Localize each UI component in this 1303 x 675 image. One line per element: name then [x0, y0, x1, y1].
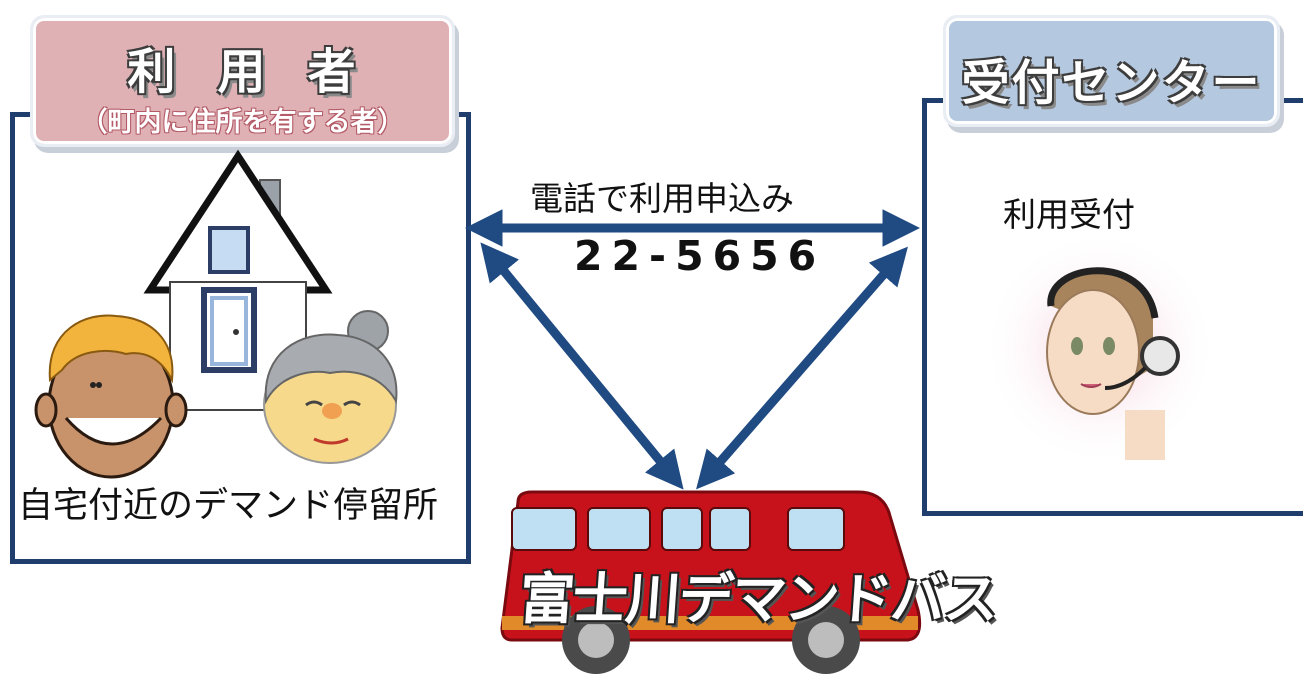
reception-center-title-box: 受付センター — [943, 15, 1280, 127]
reception-label: 利用受付 — [1003, 195, 1135, 234]
user-subtitle: （町内に住所を有する者） — [80, 107, 405, 138]
reception-center-title: 受付センター — [961, 55, 1262, 111]
grandmother-icon — [263, 310, 398, 464]
bus-icon — [500, 490, 922, 674]
bus-name: 富士川デマンドバス — [517, 567, 999, 631]
phone-number: 22-5656 — [574, 232, 826, 280]
demand-stop-label: 自宅付近のデマンド停留所 — [18, 486, 439, 526]
operator-icon — [982, 230, 1218, 466]
center-bus-arrow — [696, 246, 908, 490]
man-icon — [34, 314, 188, 479]
phone-label: 電話で利用申込み — [530, 179, 794, 218]
user-title: 利用者 — [127, 44, 398, 100]
user-bus-arrow — [480, 242, 684, 490]
house-icon — [143, 149, 333, 411]
user-title-box: 利用者 （町内に住所を有する者） — [30, 15, 455, 147]
